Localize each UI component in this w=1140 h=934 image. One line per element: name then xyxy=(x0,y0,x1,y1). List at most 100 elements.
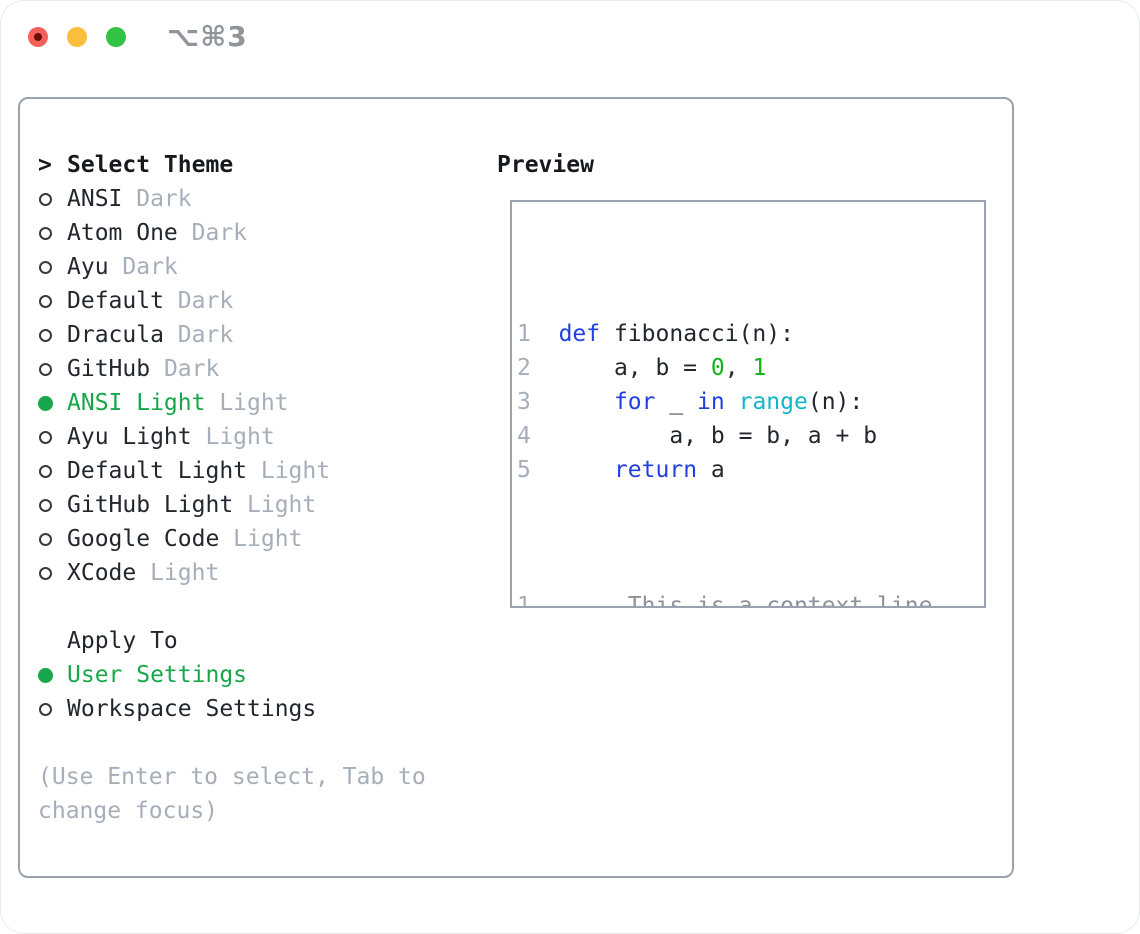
minimize-button[interactable] xyxy=(67,27,87,47)
code-segment: a xyxy=(697,457,725,483)
theme-variant-tag: Light xyxy=(233,492,317,518)
theme-option-label: GitHub Light xyxy=(67,492,234,518)
gutter-gap xyxy=(531,321,559,347)
line-number: 3 xyxy=(517,389,531,415)
radio-icon xyxy=(39,328,52,342)
code-segment xyxy=(559,457,614,483)
apply-option[interactable]: Workspace Settings xyxy=(38,692,426,726)
radio-icon xyxy=(39,192,52,206)
theme-option[interactable]: Ayu Dark xyxy=(38,250,426,284)
titlebar: ⌥⌘3 xyxy=(0,0,1140,74)
code-segment: for xyxy=(613,389,656,415)
theme-option[interactable]: Default Light Light xyxy=(38,454,426,488)
theme-option[interactable]: Ayu Light Light xyxy=(38,420,426,454)
radio-marker xyxy=(38,702,67,716)
close-button[interactable] xyxy=(28,27,48,47)
radio-marker xyxy=(38,395,67,411)
theme-option[interactable]: Google Code Light xyxy=(38,522,426,556)
theme-option[interactable]: XCode Light xyxy=(38,556,426,590)
radio-marker xyxy=(38,532,67,546)
theme-option-label: GitHub xyxy=(67,356,151,382)
radio-marker xyxy=(38,566,67,580)
theme-variant-tag: Dark xyxy=(163,288,234,314)
theme-variant-tag: Light xyxy=(219,526,303,552)
code-segment: 0 xyxy=(710,355,725,381)
code-segment: 1 xyxy=(752,355,767,381)
radio-icon xyxy=(39,226,52,240)
window-title: ⌥⌘3 xyxy=(167,20,248,53)
apply-option-label: Workspace Settings xyxy=(67,696,317,722)
radio-marker xyxy=(38,328,67,342)
radio-icon xyxy=(39,362,52,376)
theme-variant-tag: Light xyxy=(205,390,289,416)
gutter-gap xyxy=(531,389,559,415)
apply-option[interactable]: User Settings xyxy=(38,658,426,692)
apply-to-header: Apply To xyxy=(38,624,426,658)
theme-option-label: Ayu Light xyxy=(67,424,192,450)
prompt-marker: > xyxy=(38,148,67,182)
help-text-line-1: (Use Enter to select, Tab to xyxy=(38,764,426,790)
code-segment: range xyxy=(738,389,808,415)
line-number: 1 xyxy=(517,593,531,608)
line-number: 2 xyxy=(517,355,531,381)
radio-selected-icon xyxy=(38,395,53,411)
code-segment: , xyxy=(724,355,753,381)
code-segment: _ xyxy=(655,389,698,415)
preview-title: Preview xyxy=(497,152,594,178)
line-number: 1 xyxy=(517,321,531,347)
code-segment: (n): xyxy=(807,389,864,415)
theme-option[interactable]: Default Dark xyxy=(38,284,426,318)
theme-option-label: ANSI xyxy=(67,186,123,212)
code-line: 4 a, b = b, a + b xyxy=(517,419,946,453)
line-number: 5 xyxy=(517,457,531,483)
gutter-gap xyxy=(531,355,559,381)
code-line: 2 a, b = 0, 1 xyxy=(517,351,946,385)
theme-option-label: Dracula xyxy=(67,322,164,348)
line-number: 4 xyxy=(517,423,531,449)
apply-option-label: User Settings xyxy=(67,662,248,688)
theme-option-label: XCode xyxy=(67,560,137,586)
radio-icon xyxy=(39,702,52,716)
code-segment: return xyxy=(613,457,698,483)
theme-variant-tag: Dark xyxy=(177,220,248,246)
radio-icon xyxy=(39,464,52,478)
code-segment xyxy=(559,389,614,415)
theme-variant-tag: Dark xyxy=(150,356,220,382)
code-segment: a, b = b, a + b xyxy=(558,423,878,449)
theme-option[interactable]: ANSI Light Light xyxy=(38,386,426,420)
radio-icon xyxy=(39,430,52,444)
radio-marker xyxy=(38,226,67,240)
apply-to-title: Apply To xyxy=(67,628,178,654)
radio-icon xyxy=(39,566,52,580)
theme-variant-tag: Light xyxy=(191,424,275,450)
radio-selected-icon xyxy=(38,667,53,683)
diff-line: 1 This is a context line. xyxy=(517,589,946,608)
radio-marker xyxy=(38,498,67,512)
theme-variant-tag: Dark xyxy=(108,254,178,280)
gutter-gap xyxy=(531,593,559,606)
theme-variant-tag: Light xyxy=(247,458,331,484)
code-line: 5 return a xyxy=(517,453,946,487)
theme-option-label: Atom One xyxy=(67,220,178,246)
zoom-button[interactable] xyxy=(106,27,126,47)
theme-option[interactable]: ANSI Dark xyxy=(38,182,426,216)
theme-option[interactable]: GitHub Light Light xyxy=(38,488,426,522)
radio-marker xyxy=(38,430,67,444)
theme-list-header: > Select Theme xyxy=(38,148,426,182)
chevron-icon: > xyxy=(38,152,52,178)
code-segment xyxy=(725,389,739,415)
theme-option[interactable]: Atom One Dark xyxy=(38,216,426,250)
theme-option[interactable]: GitHub Dark xyxy=(38,352,426,386)
diff-sample: 1 This is a context line.2 - This line w… xyxy=(517,589,946,608)
radio-icon xyxy=(39,532,52,546)
radio-marker xyxy=(38,464,67,478)
theme-option[interactable]: Dracula Dark xyxy=(38,318,426,352)
theme-option-label: Default Light xyxy=(67,458,248,484)
code-segment: fibonacci(n): xyxy=(600,321,794,347)
radio-marker xyxy=(38,260,67,274)
theme-list-title: Select Theme xyxy=(67,152,234,178)
